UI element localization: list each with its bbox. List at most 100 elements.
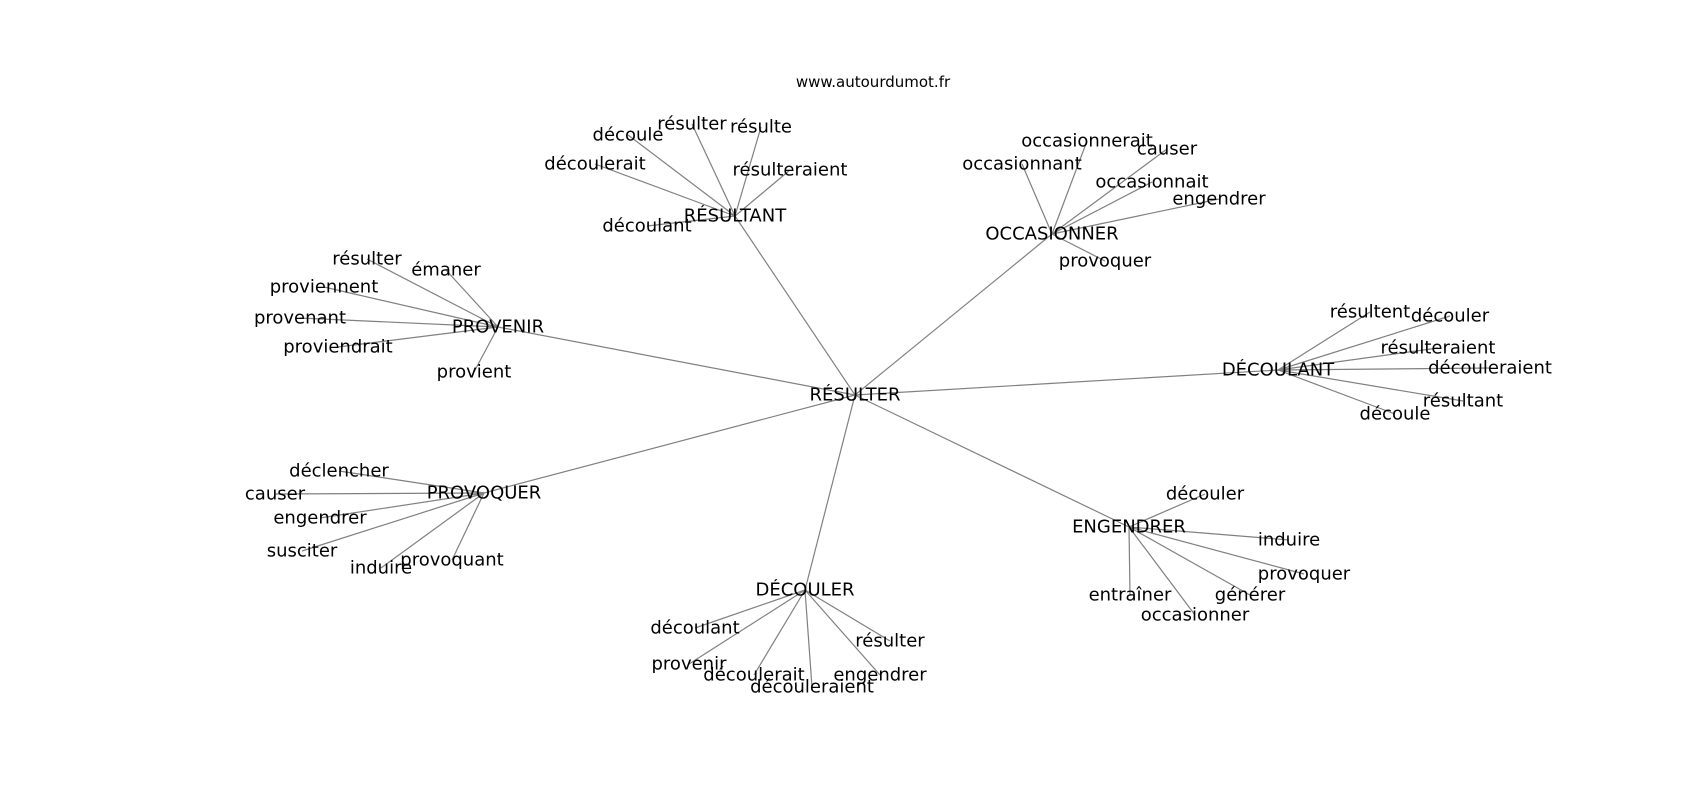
edge-center-engendrer [854,394,1130,528]
edge-decoulant-leaf-2 [1277,347,1439,371]
site-watermark: www.autourdumot.fr [796,73,951,91]
edge-provoquer-leaf-1 [274,492,485,495]
hub-node-provenir[interactable]: PROVENIR [452,317,544,338]
edge-provoquer-leaf-3 [301,492,485,552]
hub-node-resultant[interactable]: RÉSULTANT [684,205,787,227]
edge-resultant-leaf-4 [734,169,791,217]
leaf-node-decouler-5[interactable]: découleraient [750,677,874,698]
edge-decoulant-leaf-0 [1277,311,1371,371]
leaf-node-resultant-5[interactable]: découlant [602,216,691,237]
leaf-node-occasionner-0[interactable]: occasionnerait [1021,131,1153,152]
graph-edges [274,123,1491,688]
leaf-node-decoulant-2[interactable]: résulteraient [1381,338,1496,359]
leaf-node-engendrer-0[interactable]: découler [1166,484,1245,505]
leaf-node-engendrer-1[interactable]: induire [1258,530,1320,551]
leaf-node-provenir-5[interactable]: provient [437,362,512,383]
leaf-node-provenir-4[interactable]: proviendrait [283,337,393,358]
edge-provenir-leaf-0 [366,258,499,328]
leaf-node-resultant-1[interactable]: résulter [657,114,727,135]
edge-center-provoquer [483,394,856,494]
leaf-node-decoulant-3[interactable]: découleraient [1428,358,1552,379]
leaf-node-resultant-0[interactable]: découle [593,125,664,146]
edge-resultant-leaf-0 [627,134,736,217]
leaf-node-decoulant-5[interactable]: découle [1360,404,1431,425]
edge-provoquer-leaf-0 [338,470,485,494]
edge-decoulant-leaf-1 [1277,315,1451,371]
leaf-node-provenir-3[interactable]: provenant [254,308,346,329]
edge-occasionner-leaf-5 [1051,233,1106,262]
edge-center-provenir [497,326,856,396]
leaf-node-resultant-3[interactable]: découlerait [544,154,645,175]
edge-occasionner-leaf-4 [1051,198,1220,235]
edge-provenir-leaf-2 [323,286,499,328]
leaf-node-occasionner-3[interactable]: occasionnait [1095,172,1208,193]
hub-node-decoulant[interactable]: DÉCOULANT [1222,359,1335,381]
leaf-node-provenir-1[interactable]: émaner [411,260,481,281]
leaf-node-decouler-3[interactable]: découlerait [703,665,804,686]
hub-node-engendrer[interactable]: ENGENDRER [1072,517,1186,538]
leaf-node-engendrer-5[interactable]: occasionner [1141,605,1250,626]
leaf-node-resultant-2[interactable]: résulte [730,117,792,138]
edge-decoulant-leaf-3 [1277,367,1491,371]
leaf-node-occasionner-2[interactable]: occasionnant [962,154,1082,175]
edge-provenir-leaf-1 [445,269,499,328]
leaf-node-provenir-2[interactable]: proviennent [270,277,379,298]
edge-decouler-leaf-2 [688,589,806,665]
leaf-node-decoulant-0[interactable]: résultent [1330,302,1410,323]
edge-provenir-leaf-3 [299,317,499,328]
edge-provenir-leaf-5 [473,326,499,373]
edge-engendrer-leaf-5 [1128,526,1196,616]
edge-engendrer-leaf-0 [1128,493,1206,528]
edge-center-decoulant [854,369,1279,396]
hub-node-decouler[interactable]: DÉCOULER [755,579,854,601]
leaf-node-provoquer-5[interactable]: provoquant [400,550,503,571]
leaf-node-provoquer-0[interactable]: déclencher [289,461,389,482]
leaf-node-engendrer-4[interactable]: générer [1215,585,1286,606]
edge-resultant-leaf-1 [691,123,736,217]
leaf-node-decouler-1[interactable]: résulter [855,631,925,652]
hub-node-provoquer[interactable]: PROVOQUER [427,483,542,504]
edge-decoulant-leaf-5 [1277,369,1396,415]
edge-engendrer-leaf-1 [1128,526,1290,541]
edge-engendrer-leaf-2 [1128,526,1305,575]
edge-occasionner-leaf-2 [1021,163,1053,235]
edge-engendrer-leaf-4 [1128,526,1251,596]
edge-resultant-leaf-5 [646,215,736,227]
edge-decoulant-leaf-4 [1277,369,1464,402]
leaf-node-provenir-0[interactable]: résulter [332,249,402,270]
edge-center-resultant [734,215,856,396]
leaf-node-engendrer-3[interactable]: entraîner [1089,585,1172,606]
edge-provoquer-leaf-2 [319,492,485,519]
edge-resultant-leaf-2 [734,126,762,217]
leaf-node-decouler-4[interactable]: engendrer [833,665,927,686]
edge-decouler-leaf-5 [804,589,813,688]
edge-occasionner-leaf-3 [1051,181,1153,235]
leaf-node-occasionner-5[interactable]: provoquer [1059,251,1152,272]
leaf-node-engendrer-2[interactable]: provoquer [1258,564,1351,585]
leaf-node-decouler-2[interactable]: provenir [652,654,728,675]
edge-provenir-leaf-4 [337,326,499,348]
leaf-node-provoquer-4[interactable]: induire [350,558,412,579]
edge-decouler-leaf-1 [804,589,891,642]
hub-node-occasionner[interactable]: OCCASIONNER [985,224,1118,245]
leaf-node-decoulant-4[interactable]: résultant [1423,391,1503,412]
leaf-node-resultant-4[interactable]: résulteraient [733,160,848,181]
leaf-node-provoquer-1[interactable]: causer [245,484,306,505]
edge-decouler-leaf-4 [804,589,881,676]
leaf-node-decouler-0[interactable]: découlant [650,618,739,639]
edge-center-decouler [804,394,856,591]
leaf-node-provoquer-2[interactable]: engendrer [273,508,367,529]
leaf-node-decoulant-1[interactable]: découler [1411,306,1490,327]
edge-decouler-leaf-3 [753,589,806,676]
center-node[interactable]: RÉSULTER [810,384,901,406]
leaf-node-provoquer-3[interactable]: susciter [267,541,338,562]
leaf-node-occasionner-4[interactable]: engendrer [1172,189,1266,210]
edge-provoquer-leaf-5 [451,492,485,561]
edge-center-occasionner [854,233,1053,396]
edge-occasionner-leaf-0 [1051,140,1088,235]
edge-engendrer-leaf-3 [1128,526,1131,596]
edge-provoquer-leaf-4 [380,492,485,569]
leaf-node-occasionner-1[interactable]: causer [1137,139,1198,160]
